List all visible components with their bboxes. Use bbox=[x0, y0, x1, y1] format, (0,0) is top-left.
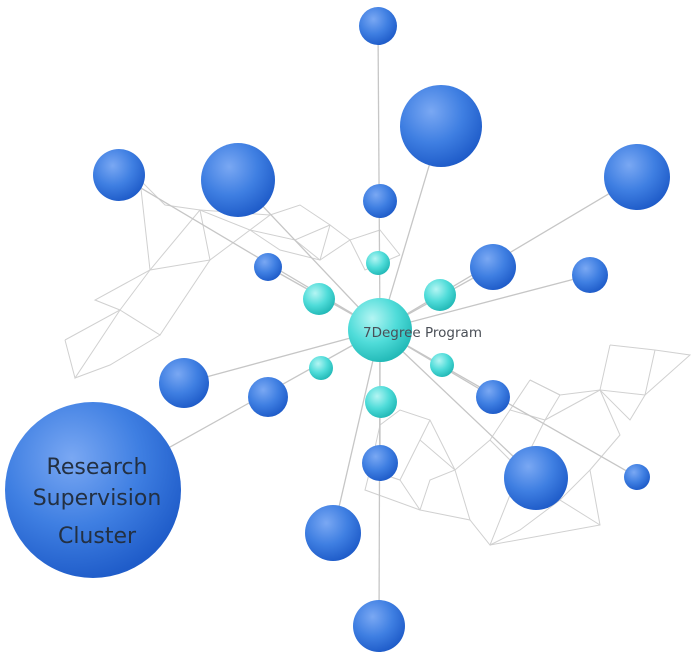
network-node[interactable] bbox=[93, 149, 145, 201]
inner-node[interactable] bbox=[424, 279, 456, 311]
highlight-label-line-3: Cluster bbox=[58, 524, 137, 549]
inner-node[interactable] bbox=[430, 353, 454, 377]
highlight-label-line-2: Supervision bbox=[33, 486, 162, 511]
network-node[interactable] bbox=[470, 244, 516, 290]
network-node[interactable] bbox=[400, 85, 482, 167]
network-node[interactable] bbox=[504, 446, 568, 510]
network-node[interactable] bbox=[572, 257, 608, 293]
network-node[interactable] bbox=[254, 253, 282, 281]
highlight-node[interactable]: Research Supervision Cluster bbox=[5, 402, 181, 578]
network-node[interactable] bbox=[363, 184, 397, 218]
inner-node[interactable] bbox=[365, 386, 397, 418]
network-node[interactable] bbox=[353, 600, 405, 652]
network-node[interactable] bbox=[624, 464, 650, 490]
network-node[interactable] bbox=[159, 358, 209, 408]
outer-nodes bbox=[93, 7, 670, 652]
center-node[interactable]: 7Degree Program bbox=[348, 298, 482, 362]
inner-node[interactable] bbox=[309, 356, 333, 380]
highlight-label-line-1: Research bbox=[47, 455, 148, 480]
center-node-circle bbox=[348, 298, 412, 362]
network-node[interactable] bbox=[604, 144, 670, 210]
inner-node[interactable] bbox=[366, 251, 390, 275]
network-node[interactable] bbox=[362, 445, 398, 481]
network-node[interactable] bbox=[359, 7, 397, 45]
network-node[interactable] bbox=[201, 143, 275, 217]
network-node[interactable] bbox=[305, 505, 361, 561]
highlight-node-circle bbox=[5, 402, 181, 578]
inner-nodes bbox=[303, 251, 456, 418]
inner-node[interactable] bbox=[303, 283, 335, 315]
network-node[interactable] bbox=[248, 377, 288, 417]
background-mesh bbox=[64, 179, 692, 546]
center-node-label: 7Degree Program bbox=[363, 325, 482, 341]
network-node[interactable] bbox=[476, 380, 510, 414]
